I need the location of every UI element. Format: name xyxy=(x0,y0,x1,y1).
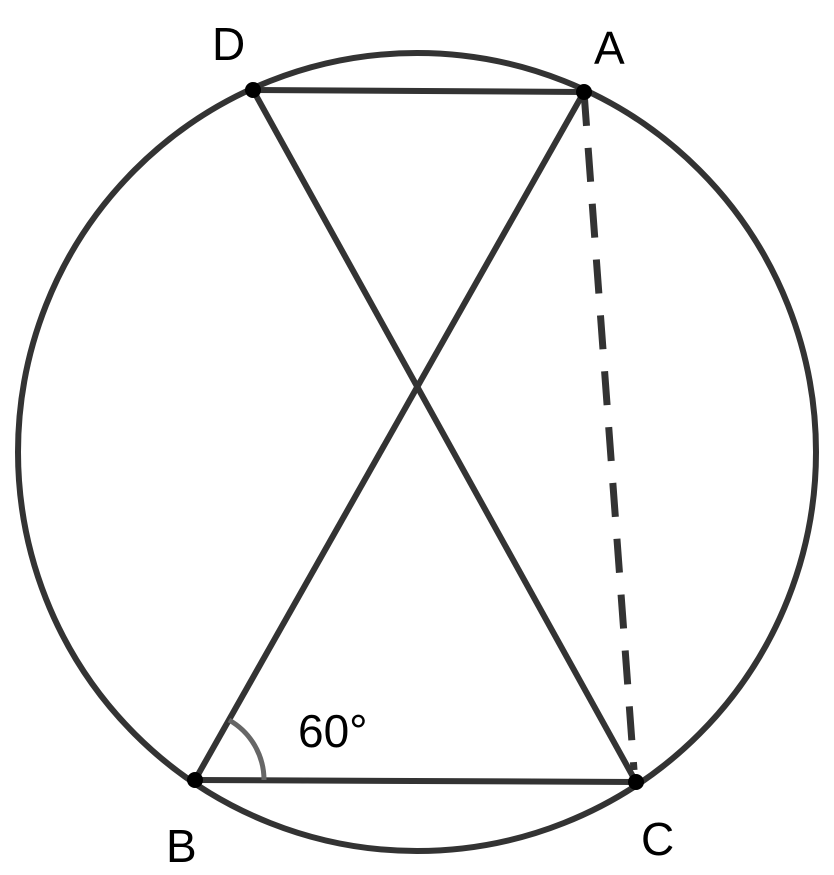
segment-AB xyxy=(192,90,587,782)
segment-DC xyxy=(250,88,639,784)
point-D xyxy=(245,82,261,98)
label-A: A xyxy=(594,22,625,74)
point-B xyxy=(187,772,203,788)
segment-DA xyxy=(252,87,585,95)
label-C: C xyxy=(641,813,674,865)
angle-arc-B xyxy=(227,717,267,781)
segment-AC-dashed xyxy=(580,91,638,771)
label-D: D xyxy=(212,18,245,70)
point-C xyxy=(628,774,644,790)
point-A xyxy=(576,84,592,100)
label-B: B xyxy=(166,820,197,872)
circumscribed-circle xyxy=(15,50,819,854)
segment-BC xyxy=(194,777,637,785)
angle-label-60: 60° xyxy=(298,705,368,757)
